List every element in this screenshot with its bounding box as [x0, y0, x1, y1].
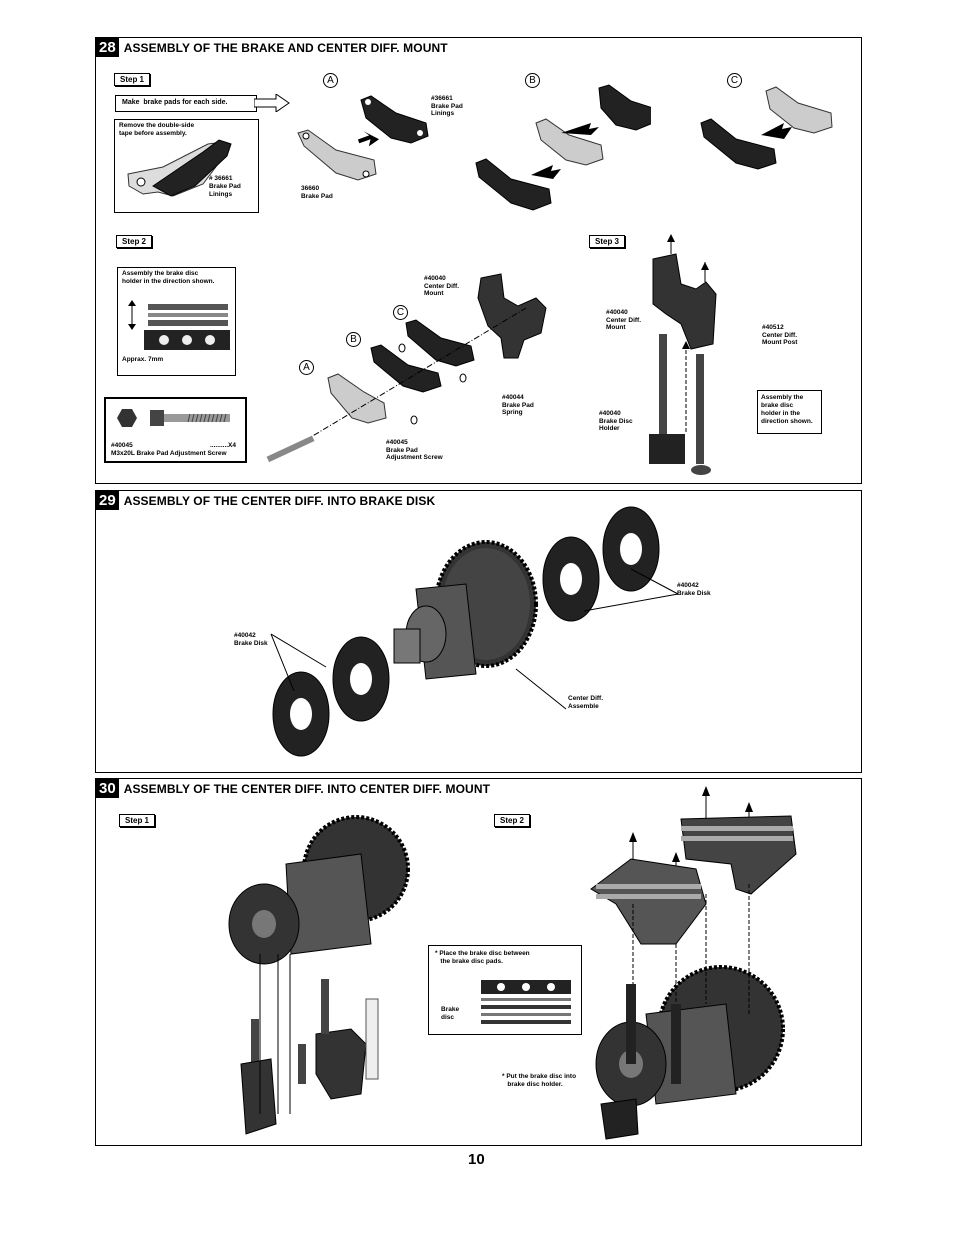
screw-icon [117, 409, 230, 427]
label-a: A [323, 73, 338, 88]
section-number: 28 [96, 38, 119, 57]
section-title: ASSEMBLY OF THE BRAKE AND CENTER DIFF. M… [123, 40, 448, 55]
section-28: 28 ASSEMBLY OF THE BRAKE AND CENTER DIFF… [95, 37, 862, 484]
center-diff-mount-step1-illustration [228, 815, 410, 1135]
page-number: 10 [468, 1151, 485, 1168]
disc-holder-illustration [128, 300, 230, 350]
step1-note: Make brake pads for each side. [122, 99, 228, 106]
screw-desc: M3x20L Brake Pad Adjustment Screw [111, 450, 227, 457]
label-b: B [525, 73, 540, 88]
section-number: 29 [96, 491, 119, 510]
screw-spec-box: #40045 ..........X4 M3x20L Brake Pad Adj… [104, 397, 247, 463]
mount-label: #40040 Center Diff. Mount [424, 275, 460, 297]
step-1-label: Step 1 [119, 814, 156, 827]
place-note: * Place the brake disc between the brake… [435, 950, 530, 965]
brake-disk-label-right: #40042 Brake Disk [677, 582, 711, 597]
screw-qty: ..........X4 [210, 442, 237, 449]
mount-post-label: #40512 Center Diff. Mount Post [762, 324, 798, 346]
put-note: * Put the brake disc into brake disc hol… [502, 1073, 577, 1088]
inset-lining-label: # 36661 Brake Pad Linings [209, 175, 241, 198]
center-diff-mount-step2-illustration [590, 786, 797, 1140]
brake-disc-label: Brake disc [441, 1006, 460, 1021]
step1-note-box: Make brake pads for each side. [115, 95, 257, 112]
brake-pad-exploded-illustration [266, 273, 547, 463]
pad-assembly-c-illustration [700, 86, 833, 170]
section-29: 29 ASSEMBLY OF THE CENTER DIFF. INTO BRA… [95, 490, 862, 773]
brake-pad-lining-illustration [127, 139, 232, 197]
brake-disc-pads-illustration [481, 980, 571, 1024]
step2-label-a: A [299, 360, 314, 375]
brake-disk-label-left: #40042 Brake Disk [234, 632, 268, 647]
section-header: 30 ASSEMBLY OF THE CENTER DIFF. INTO CEN… [96, 779, 490, 798]
holder-note-box: Assembly the brake disc holder in the di… [117, 267, 236, 376]
center-diff-brake-disk-illustration [270, 506, 679, 757]
section-title: ASSEMBLY OF THE CENTER DIFF. INTO CENTER… [123, 781, 491, 796]
step-1-label: Step 1 [114, 73, 151, 86]
step-3-label: Step 3 [589, 235, 626, 248]
screw-code: #40045 [111, 442, 133, 449]
adj-screw-label: #40045 Brake Pad Adjustment Screw [386, 439, 443, 461]
pad-label: 36660 Brake Pad [301, 185, 333, 200]
brake-disc-note-box: * Place the brake disc between the brake… [428, 945, 582, 1035]
center-diff-assembly-label: Center Diff. Assemble [568, 695, 604, 710]
arrow-right-icon [254, 94, 290, 112]
section-30: 30 ASSEMBLY OF THE CENTER DIFF. INTO CEN… [95, 778, 862, 1146]
tape-inset-box: Remove the double-side tape before assem… [114, 119, 259, 213]
lining-label: #36661 Brake Pad Linings [431, 95, 463, 117]
pad-assembly-b-illustration [475, 84, 651, 211]
approx-label: Apprax. 7mm [122, 356, 164, 363]
direction-note: Assembly the brake disc holder in the di… [761, 394, 813, 425]
section-header: 29 ASSEMBLY OF THE CENTER DIFF. INTO BRA… [96, 491, 435, 510]
tape-note: Remove the double-side tape before assem… [119, 122, 195, 137]
direction-note-box: Assembly the brake disc holder in the di… [757, 390, 822, 434]
step2-label-b: B [346, 332, 361, 347]
label-c: C [727, 73, 742, 88]
section-number: 30 [96, 779, 119, 798]
spring-label: #40044 Brake Pad Spring [502, 394, 534, 416]
step-2-label: Step 2 [494, 814, 531, 827]
holder-note: Assembly the brake disc holder in the di… [122, 270, 215, 285]
step-2-label: Step 2 [116, 235, 153, 248]
section-header: 28 ASSEMBLY OF THE BRAKE AND CENTER DIFF… [96, 38, 448, 57]
section-title: ASSEMBLY OF THE CENTER DIFF. INTO BRAKE … [123, 493, 436, 508]
mount-post-illustration [649, 234, 717, 475]
step2-label-c: C [393, 305, 408, 320]
disc-holder-label: #40040 Brake Disc Holder [599, 410, 633, 432]
pad-assembly-a-illustration [297, 95, 429, 181]
step3-mount-label: #40040 Center Diff. Mount [606, 309, 642, 331]
